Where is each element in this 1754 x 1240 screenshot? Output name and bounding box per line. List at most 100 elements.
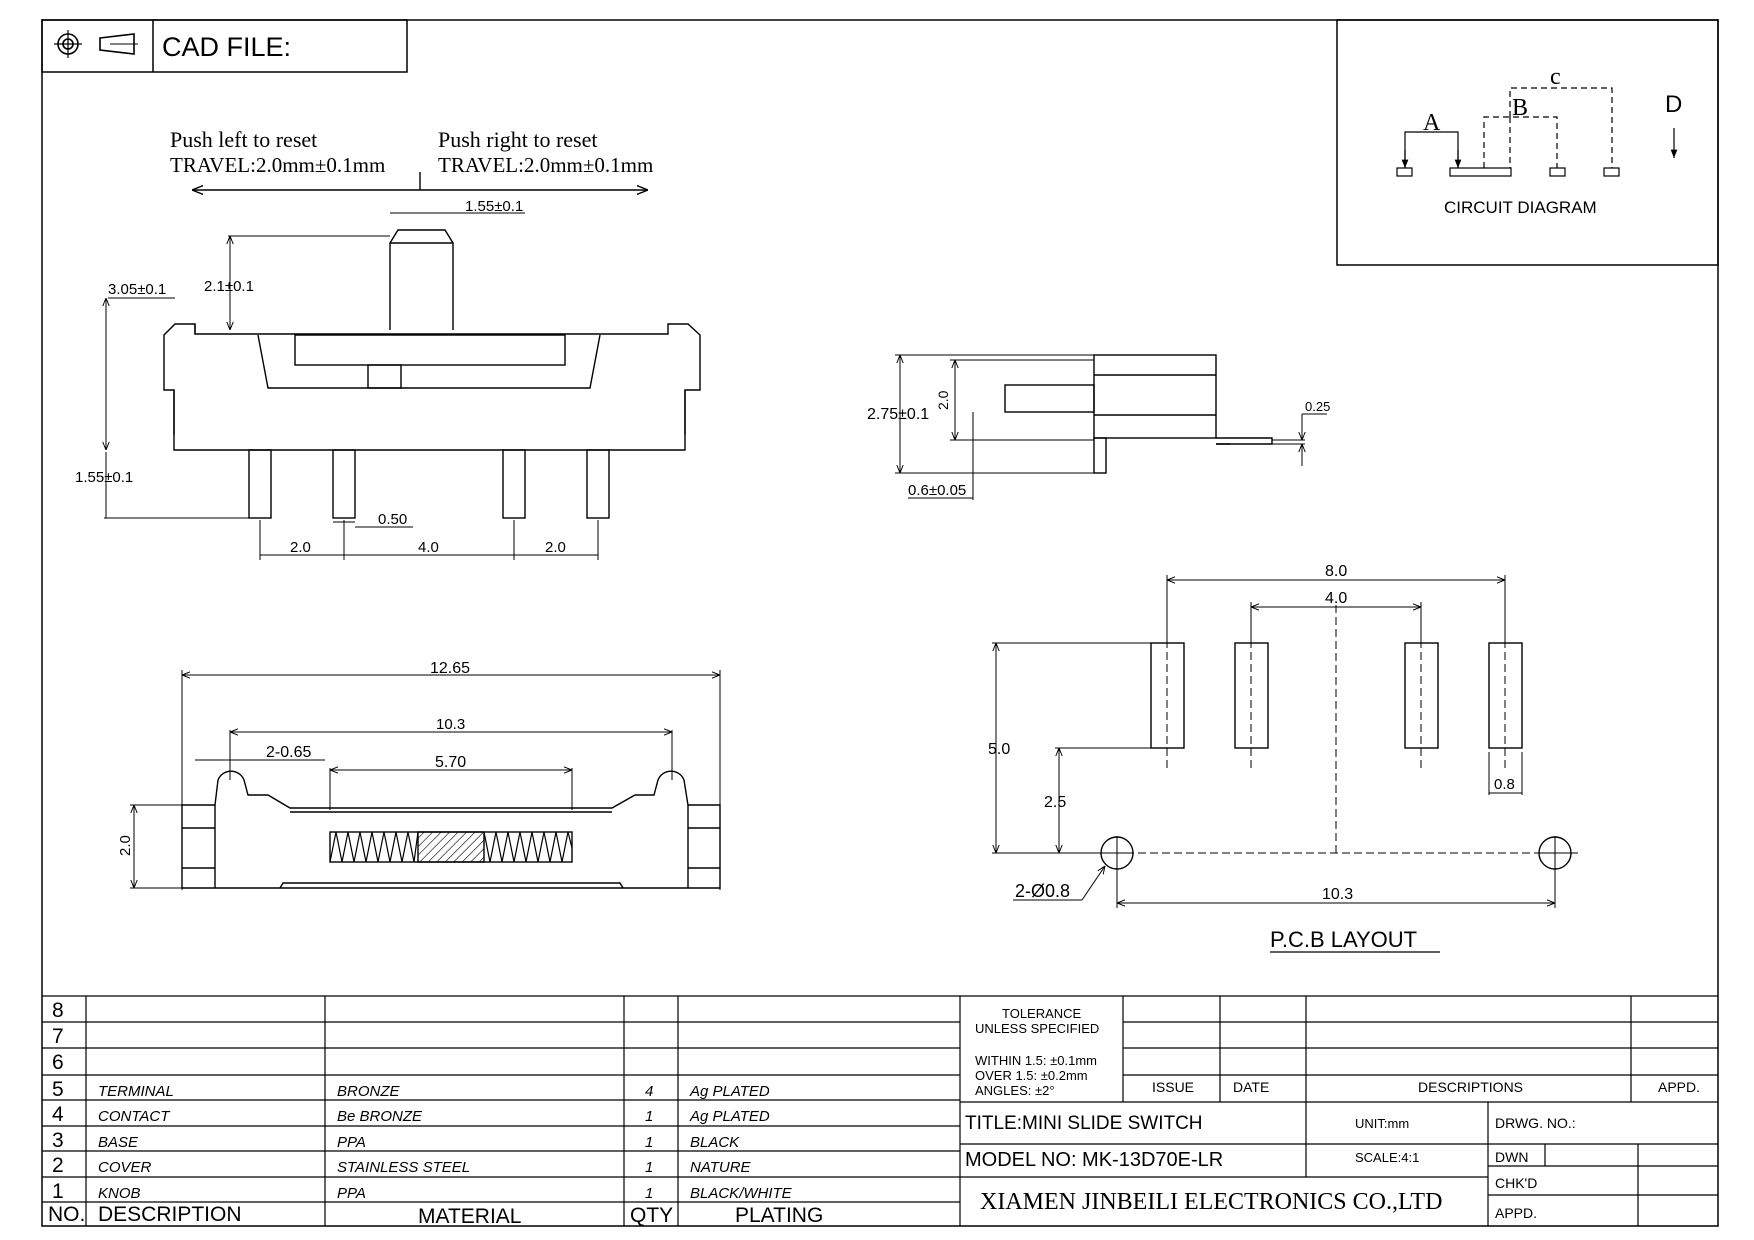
dim-pitch-left: 2.0 (290, 539, 311, 556)
travel-left-label: TRAVEL:2.0mm±0.1mm (170, 153, 385, 177)
dim-holes: 2-0.65 (266, 744, 311, 761)
bom-row-no: 2 (52, 1154, 64, 1177)
appd-label: APPD. (1658, 1079, 1700, 1095)
bom-header-row: NO. DESCRIPTION MATERIAL QTY PLATING (48, 1203, 823, 1228)
bottom-view: 12.65 10.3 2-0.65 5.70 2.0 (117, 660, 721, 890)
bom-row-no: 6 (52, 1051, 64, 1074)
circuit-label-b: B (1512, 95, 1528, 121)
travel-right-label: TRAVEL:2.0mm±0.1mm (438, 153, 653, 177)
appd2-label: APPD. (1495, 1205, 1537, 1221)
dwn-label: DWN (1495, 1149, 1528, 1165)
bom-row-material: Be BRONZE (337, 1108, 423, 1125)
dim-pitch-right: 2.0 (545, 539, 566, 556)
push-left-label: Push left to reset (170, 127, 317, 152)
bom-header-description: DESCRIPTION (98, 1203, 242, 1226)
dim-pitch-mid: 4.0 (418, 539, 439, 556)
end-view: 0.25 2.75±0.1 2.0 0.6±0.05 (867, 354, 1330, 500)
circuit-title: CIRCUIT DIAGRAM (1444, 198, 1597, 217)
descriptions-label: DESCRIPTIONS (1418, 1079, 1523, 1095)
bom-row-description: KNOB (98, 1185, 141, 1202)
tolerance-label: TOLERANCE (1002, 1006, 1082, 1021)
bom-row-material: PPA (337, 1185, 366, 1202)
bom-row-no: 5 (52, 1078, 64, 1101)
pcb-dim-inner: 4.0 (1325, 590, 1347, 607)
projection-symbol-icon (54, 30, 138, 58)
drawing-number-label: DRWG. NO.: (1495, 1115, 1576, 1131)
pcb-dim-height: 5.0 (988, 741, 1010, 758)
chkd-label: CHK'D (1495, 1175, 1537, 1191)
dim-end-height: 2.75±0.1 (867, 406, 929, 423)
bom-row-plating: BLACK/WHITE (690, 1185, 793, 1202)
bom-row-description: BASE (98, 1134, 139, 1151)
title-block-text: TOLERANCE UNLESS SPECIFIED WITHIN 1.5: ±… (965, 1006, 1700, 1221)
bom-row-plating: Ag PLATED (689, 1083, 770, 1100)
dim-inner: 10.3 (436, 716, 465, 733)
bom-row-no: 3 (52, 1129, 64, 1152)
pcb-dim-holes: 2-Ø0.8 (1015, 881, 1070, 901)
bom-table (42, 995, 961, 1226)
dim-overall: 12.65 (430, 660, 470, 677)
bom-row-no: 1 (52, 1180, 64, 1203)
side-view: Push left to reset TRAVEL:2.0mm±0.1mm Pu… (75, 127, 701, 560)
circuit-label-d: D (1665, 91, 1682, 118)
drawing-title: TITLE:MINI SLIDE SWITCH (965, 1113, 1203, 1134)
bom-row-qty: 1 (645, 1185, 653, 1202)
dim-body-height: 3.05±0.1 (108, 281, 166, 298)
circuit-diagram: A B c D CIRCUIT DIAGRAM (1336, 19, 1719, 266)
pcb-layout: 8.0 4.0 5.0 2.5 0.8 10.3 2-Ø0.8 P.C.B LA… (988, 563, 1580, 953)
sheet-border (41, 19, 1719, 1227)
bom-row-material: BRONZE (337, 1083, 401, 1100)
model-number: MODEL NO: MK-13D70E-LR (965, 1149, 1223, 1171)
bom-row-qty: 1 (645, 1159, 653, 1176)
bom-header-no: NO. (48, 1203, 85, 1226)
bom-row-description: CONTACT (98, 1108, 171, 1125)
bom-row-qty: 4 (645, 1083, 653, 1100)
bom-row-plating: Ag PLATED (689, 1108, 770, 1125)
circuit-label-a: A (1423, 110, 1441, 136)
cad-header: CAD FILE: (41, 19, 408, 73)
tolerance-unless: UNLESS SPECIFIED (975, 1021, 1099, 1036)
bom-header-material: MATERIAL (418, 1205, 521, 1228)
dim-knob-height: 2.1±0.1 (204, 278, 254, 295)
pcb-dim-offset: 2.5 (1044, 794, 1066, 811)
dim-slot: 5.70 (435, 754, 466, 771)
pcb-dim-outer: 8.0 (1325, 563, 1347, 580)
unit-label: UNIT:mm (1355, 1116, 1409, 1131)
bom-row-no: 4 (52, 1103, 64, 1126)
company-name: XIAMEN JINBEILI ELECTRONICS CO.,LTD (980, 1189, 1442, 1215)
circuit-label-c: c (1550, 64, 1561, 90)
scale-label: SCALE:4:1 (1355, 1150, 1419, 1165)
bom-header-qty: QTY (630, 1204, 673, 1227)
bom-row-material: PPA (337, 1134, 366, 1151)
bom-row-material: STAINLESS STEEL (337, 1159, 470, 1176)
dim-bottom-height: 2.0 (117, 835, 134, 856)
bom-row-plating: BLACK (690, 1134, 740, 1151)
tolerance-angles: ANGLES: ±2° (975, 1083, 1055, 1098)
title-block (960, 995, 1718, 1226)
bom-row-description: COVER (98, 1159, 152, 1176)
bom-row-no: 8 (52, 999, 64, 1022)
dim-pin-width: 0.50 (378, 511, 407, 528)
bom-row-qty: 1 (645, 1134, 653, 1151)
pcb-dim-pad: 0.8 (1494, 776, 1515, 793)
date-label: DATE (1233, 1079, 1269, 1095)
tolerance-over: OVER 1.5: ±0.2mm (975, 1068, 1088, 1083)
bom-header-plating: PLATING (735, 1204, 823, 1227)
bom-row-plating: NATURE (690, 1159, 752, 1176)
bom-row-no: 7 (52, 1025, 64, 1048)
push-right-label: Push right to reset (438, 127, 598, 152)
pcb-title: P.C.B LAYOUT (1270, 927, 1417, 952)
pcb-dim-hole-span: 10.3 (1322, 886, 1353, 903)
bom-row-qty: 1 (645, 1108, 653, 1125)
issue-label: ISSUE (1152, 1079, 1194, 1095)
bom-row-description: TERMINAL (98, 1083, 174, 1100)
cad-file-label: CAD FILE: (162, 32, 291, 62)
dim-end-thickness: 0.25 (1305, 399, 1330, 414)
tolerance-within: WITHIN 1.5: ±0.1mm (975, 1053, 1097, 1068)
dim-end-inner: 2.0 (935, 390, 951, 410)
dim-end-pin: 0.6±0.05 (908, 482, 966, 499)
dim-pin-length: 1.55±0.1 (75, 469, 133, 486)
dim-knob-width: 1.55±0.1 (465, 198, 523, 215)
